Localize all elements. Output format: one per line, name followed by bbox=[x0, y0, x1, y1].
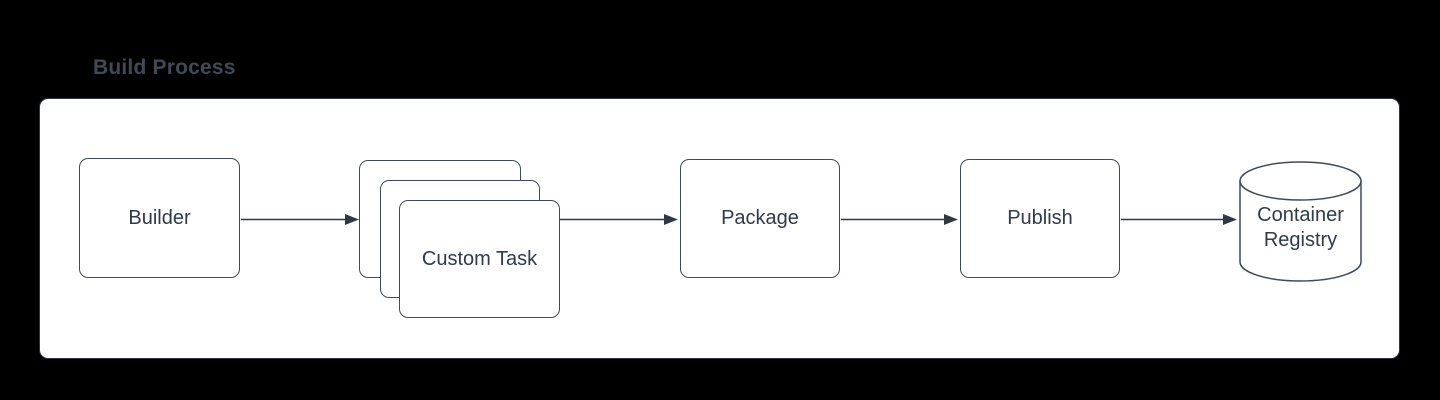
node-builder-label: Builder bbox=[128, 206, 191, 229]
node-package-label: Package bbox=[721, 207, 799, 229]
node-container-registry-label: Container Registry bbox=[1257, 204, 1344, 251]
node-package: Package bbox=[680, 159, 840, 278]
node-container-registry: Container Registry bbox=[1239, 161, 1362, 282]
cylinder-shape-icon bbox=[1239, 161, 1362, 282]
node-custom-task-label: Custom Task bbox=[421, 247, 538, 270]
node-publish-label: Publish bbox=[1007, 207, 1073, 229]
node-builder: Builder bbox=[79, 158, 240, 278]
node-custom-task: Custom Task bbox=[399, 200, 560, 318]
node-publish: Publish bbox=[960, 159, 1120, 278]
diagram-title: Build Process bbox=[93, 56, 236, 79]
